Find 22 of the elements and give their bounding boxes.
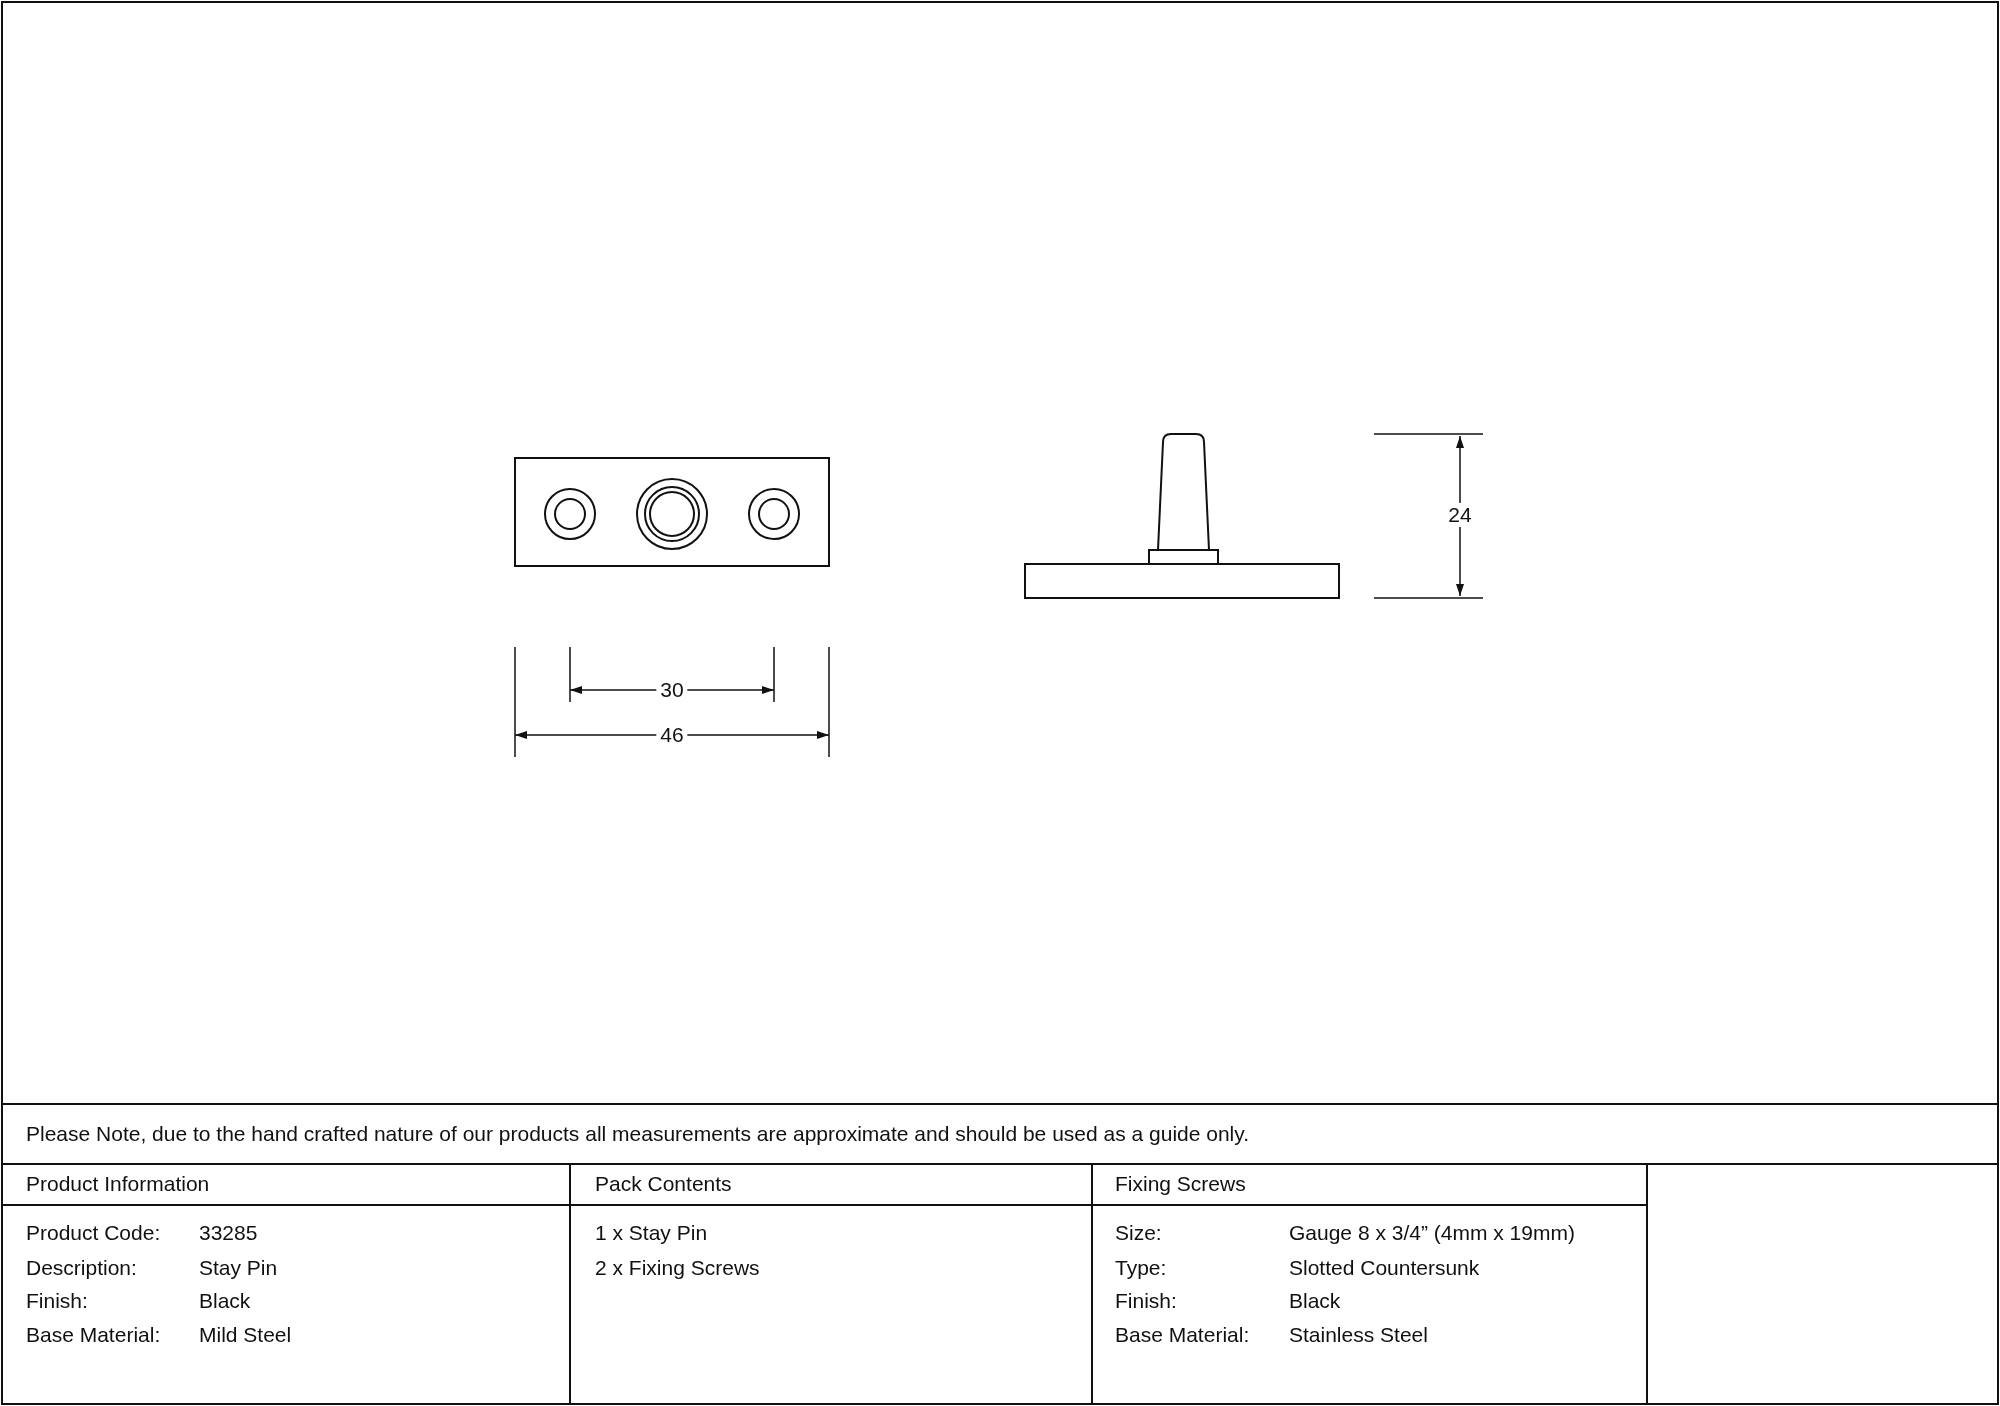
field-value: Black: [199, 1288, 251, 1314]
field-value: Gauge 8 x 3/4” (4mm x 19mm): [1289, 1220, 1575, 1246]
field-value: Stainless Steel: [1289, 1322, 1428, 1348]
field-label: Description:: [26, 1255, 137, 1281]
field-value: Slotted Countersunk: [1289, 1255, 1480, 1281]
field-value: Black: [1289, 1288, 1341, 1314]
field-label: Finish:: [26, 1288, 88, 1314]
field-label: Size:: [1115, 1220, 1162, 1246]
column-header: Product Information: [26, 1171, 210, 1197]
field-value: Stay Pin: [199, 1255, 278, 1281]
pack-item: 1 x Stay Pin: [595, 1220, 708, 1246]
column-header: Pack Contents: [595, 1171, 732, 1197]
field-label: Base Material:: [1115, 1322, 1250, 1348]
note-text: Please Note, due to the hand crafted nature of our products all measurements are approximate and should be used as a guide only.: [26, 1121, 1250, 1147]
field-label: Type:: [1115, 1255, 1167, 1281]
field-value: Mild Steel: [199, 1322, 292, 1348]
field-label: Base Material:: [26, 1322, 161, 1348]
field-value: 33285: [199, 1220, 258, 1246]
field-label: Finish:: [1115, 1288, 1177, 1314]
field-label: Product Code:: [26, 1220, 161, 1246]
pack-item: 2 x Fixing Screws: [595, 1255, 760, 1281]
column-header: Fixing Screws: [1115, 1171, 1246, 1197]
